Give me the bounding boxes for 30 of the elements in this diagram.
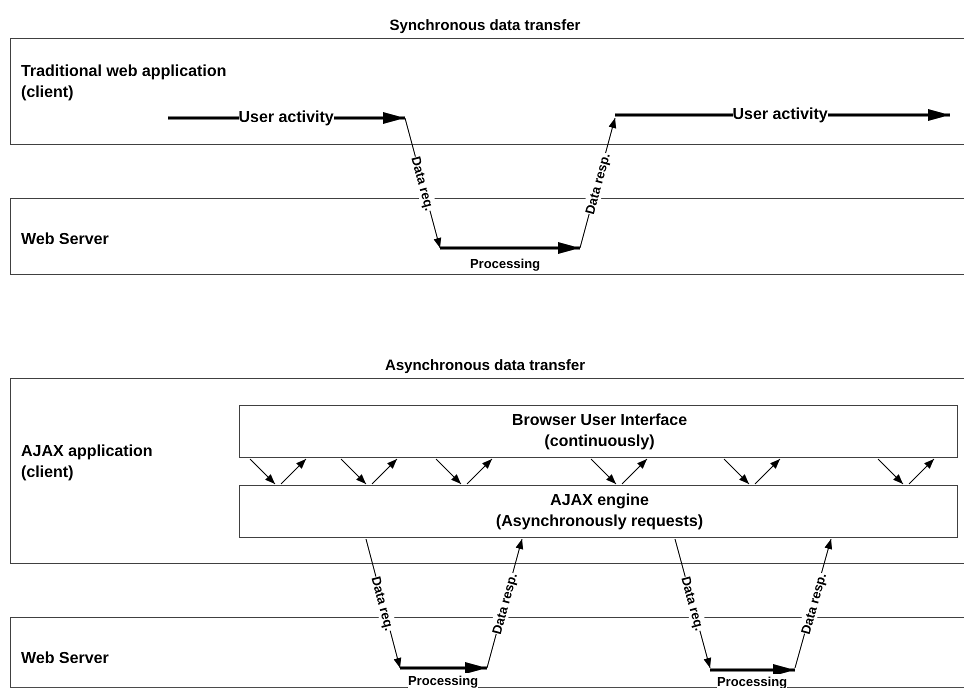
lane-band bbox=[10, 378, 964, 564]
edge-label: Data resp. bbox=[582, 150, 613, 216]
lane-title: Traditional web application (client) bbox=[21, 62, 228, 103]
arrow bbox=[878, 458, 904, 484]
box-text: AJAX engine (Asynchronously requests) bbox=[494, 491, 704, 532]
arrow bbox=[340, 458, 366, 484]
arrow bbox=[280, 458, 306, 484]
arrow bbox=[250, 458, 276, 484]
section-title: Asynchronous data transfer bbox=[385, 356, 586, 374]
lane-band bbox=[10, 38, 964, 145]
lane-title: Web Server bbox=[21, 230, 110, 250]
lane-title: Web Server bbox=[21, 649, 110, 669]
timeline-label: Processing bbox=[408, 672, 478, 688]
arrow bbox=[436, 458, 462, 484]
arrow bbox=[724, 458, 750, 484]
arrow bbox=[372, 458, 398, 484]
box-text: Browser User Interface (continuously) bbox=[510, 411, 688, 452]
section-title: Synchronous data transfer bbox=[390, 16, 580, 34]
timeline-label: User activity bbox=[732, 106, 828, 124]
arrow bbox=[466, 458, 492, 484]
arrow bbox=[908, 458, 934, 484]
arrow bbox=[590, 458, 616, 484]
timeline-label: Processing bbox=[717, 674, 788, 688]
timeline-label: User activity bbox=[238, 109, 334, 127]
process-box bbox=[239, 485, 958, 538]
lane-title: AJAX application (client) bbox=[21, 442, 154, 483]
arrow bbox=[754, 458, 780, 484]
timeline-label: Processing bbox=[470, 256, 540, 270]
arrow bbox=[622, 458, 648, 484]
process-box bbox=[239, 405, 958, 458]
